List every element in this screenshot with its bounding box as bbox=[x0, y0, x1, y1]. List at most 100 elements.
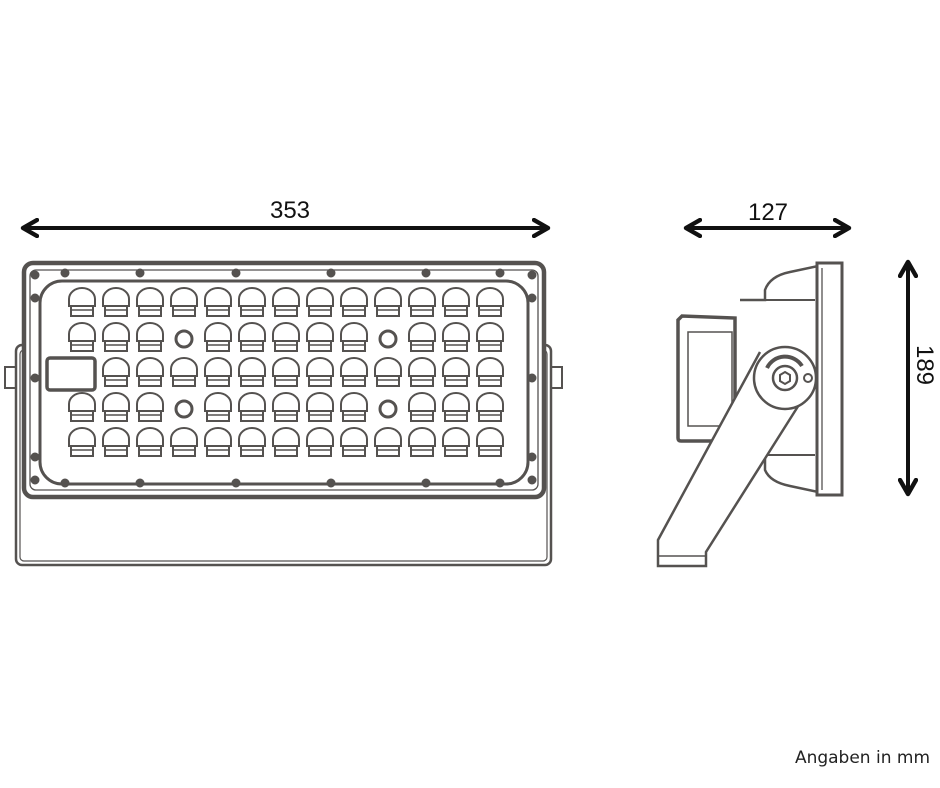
height-dimension: 189 bbox=[908, 264, 938, 492]
led-lens bbox=[238, 322, 266, 352]
screw bbox=[30, 270, 40, 280]
led-grid bbox=[68, 287, 504, 457]
led-lens bbox=[408, 427, 436, 457]
led-lens bbox=[102, 322, 130, 352]
screw bbox=[30, 475, 40, 485]
led-lens bbox=[476, 392, 504, 422]
lens-hole bbox=[174, 399, 194, 419]
led-lens bbox=[170, 427, 198, 457]
led-lens bbox=[136, 392, 164, 422]
mounting-arm bbox=[656, 351, 804, 568]
pivot-bolt bbox=[771, 364, 799, 392]
led-lens bbox=[476, 357, 504, 387]
led-lens bbox=[272, 392, 300, 422]
right-bracket-tab bbox=[550, 366, 563, 389]
screw bbox=[527, 373, 537, 383]
led-lens bbox=[374, 287, 402, 317]
led-lens bbox=[136, 322, 164, 352]
screw bbox=[527, 475, 537, 485]
led-lens bbox=[374, 427, 402, 457]
led-lens bbox=[408, 322, 436, 352]
width-dimension: 353 bbox=[25, 197, 546, 228]
depth-dimension: 127 bbox=[688, 199, 847, 228]
led-lens bbox=[374, 357, 402, 387]
led-lens bbox=[442, 392, 470, 422]
screw bbox=[30, 373, 40, 383]
screw bbox=[135, 478, 145, 488]
pivot-nut-icon bbox=[779, 370, 791, 386]
side-view bbox=[656, 261, 844, 568]
screw bbox=[421, 268, 431, 278]
led-lens bbox=[68, 287, 96, 317]
front-view bbox=[4, 260, 563, 567]
led-lens bbox=[170, 357, 198, 387]
led-lens bbox=[272, 322, 300, 352]
screw bbox=[231, 268, 241, 278]
led-lens bbox=[170, 287, 198, 317]
led-lens bbox=[476, 287, 504, 317]
led-panel bbox=[38, 279, 530, 486]
led-lens bbox=[238, 427, 266, 457]
led-lens bbox=[442, 322, 470, 352]
screw bbox=[30, 452, 40, 462]
front-glass-frame bbox=[815, 261, 844, 497]
led-lens bbox=[340, 427, 368, 457]
led-lens bbox=[68, 392, 96, 422]
led-lens bbox=[204, 357, 232, 387]
led-lens bbox=[306, 287, 334, 317]
led-lens bbox=[340, 322, 368, 352]
led-lens bbox=[238, 392, 266, 422]
led-lens bbox=[238, 287, 266, 317]
led-lens bbox=[476, 427, 504, 457]
led-lens bbox=[408, 287, 436, 317]
adjust-slot bbox=[765, 354, 804, 369]
led-lens bbox=[238, 357, 266, 387]
led-lens bbox=[408, 392, 436, 422]
led-lens bbox=[102, 392, 130, 422]
led-lens bbox=[102, 427, 130, 457]
lens-hole bbox=[378, 399, 398, 419]
left-bracket-tab bbox=[4, 366, 17, 389]
height-label: 189 bbox=[911, 345, 938, 385]
led-lens bbox=[442, 287, 470, 317]
screw bbox=[421, 478, 431, 488]
screws bbox=[30, 268, 537, 488]
screw bbox=[527, 452, 537, 462]
led-lens bbox=[340, 357, 368, 387]
led-lens bbox=[272, 287, 300, 317]
screw bbox=[60, 478, 70, 488]
led-lens bbox=[272, 427, 300, 457]
units-note: Angaben in mm bbox=[794, 748, 930, 768]
led-lens bbox=[442, 357, 470, 387]
led-lens bbox=[340, 287, 368, 317]
led-lens bbox=[204, 287, 232, 317]
screw bbox=[495, 268, 505, 278]
led-lens bbox=[272, 357, 300, 387]
lock-screw bbox=[803, 373, 813, 383]
led-lens bbox=[476, 322, 504, 352]
led-lens bbox=[408, 357, 436, 387]
screw bbox=[135, 268, 145, 278]
screw bbox=[60, 268, 70, 278]
lens-hole bbox=[174, 329, 194, 349]
led-lens bbox=[204, 322, 232, 352]
led-lens bbox=[306, 427, 334, 457]
led-lens bbox=[68, 427, 96, 457]
label-plate bbox=[45, 356, 97, 392]
screw bbox=[527, 293, 537, 303]
led-lens bbox=[102, 357, 130, 387]
led-lens bbox=[204, 392, 232, 422]
screw bbox=[30, 293, 40, 303]
depth-label: 127 bbox=[748, 199, 788, 226]
led-lens bbox=[102, 287, 130, 317]
led-lens bbox=[340, 392, 368, 422]
lens-hole bbox=[378, 329, 398, 349]
housing-inner-edge bbox=[29, 269, 539, 491]
screw bbox=[326, 478, 336, 488]
led-lens bbox=[136, 287, 164, 317]
led-lens bbox=[306, 322, 334, 352]
screw bbox=[231, 478, 241, 488]
width-label: 353 bbox=[270, 197, 310, 224]
led-lens bbox=[136, 427, 164, 457]
led-lens bbox=[204, 427, 232, 457]
